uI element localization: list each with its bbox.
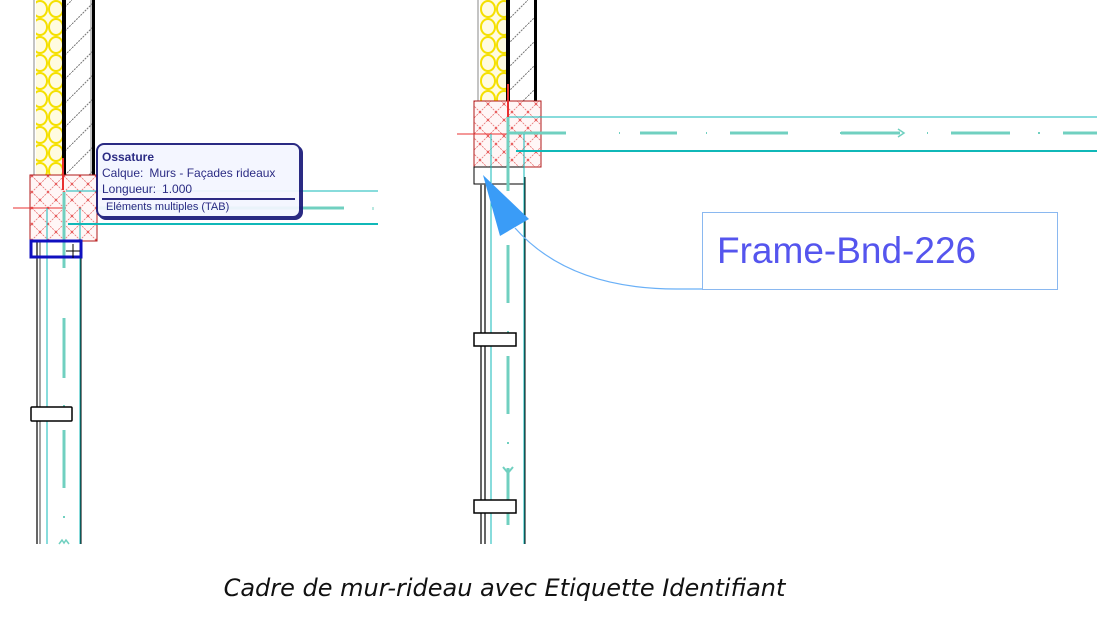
crosshair-cursor-icon [66, 244, 80, 258]
right-vertical-curtain-wall [473, 117, 526, 544]
tooltip-length-value: 1.000 [162, 182, 193, 196]
left-detail [13, 0, 378, 545]
label-leader-line[interactable] [514, 227, 703, 290]
tooltip-length-label: Longueur: [102, 182, 157, 196]
tooltip-layer-value: Murs - Façades rideaux [149, 166, 276, 180]
tooltip-length-row: Longueur: 1.000 [102, 181, 295, 197]
tooltip-layer-row: Calque: Murs - Façades rideaux [102, 165, 295, 181]
tooltip-layer-label: Calque: [102, 166, 144, 180]
figure-caption: Cadre de mur-rideau avec Etiquette Ident… [223, 574, 786, 602]
right-mullion-cap-2[interactable] [473, 499, 517, 514]
left-selected-frame-end[interactable] [29, 239, 83, 259]
right-reference-line [508, 128, 1097, 138]
tooltip-title: Ossature [102, 150, 155, 164]
right-detail [457, 0, 1097, 544]
identifier-label[interactable]: Frame-Bnd-226 [702, 212, 1058, 290]
element-info-tooltip: Ossature Calque: Murs - Façades rideaux L… [96, 143, 301, 218]
left-vertical-curtain-wall [30, 192, 82, 545]
label-pointer-arrow-icon [483, 175, 529, 236]
tooltip-hint: Eléments multiples (TAB) [102, 198, 295, 214]
right-mullion-cap-1[interactable] [473, 332, 517, 347]
left-mullion-cap[interactable] [30, 406, 73, 422]
identifier-label-text: Frame-Bnd-226 [717, 230, 977, 271]
left-upper-wall [33, 0, 95, 176]
